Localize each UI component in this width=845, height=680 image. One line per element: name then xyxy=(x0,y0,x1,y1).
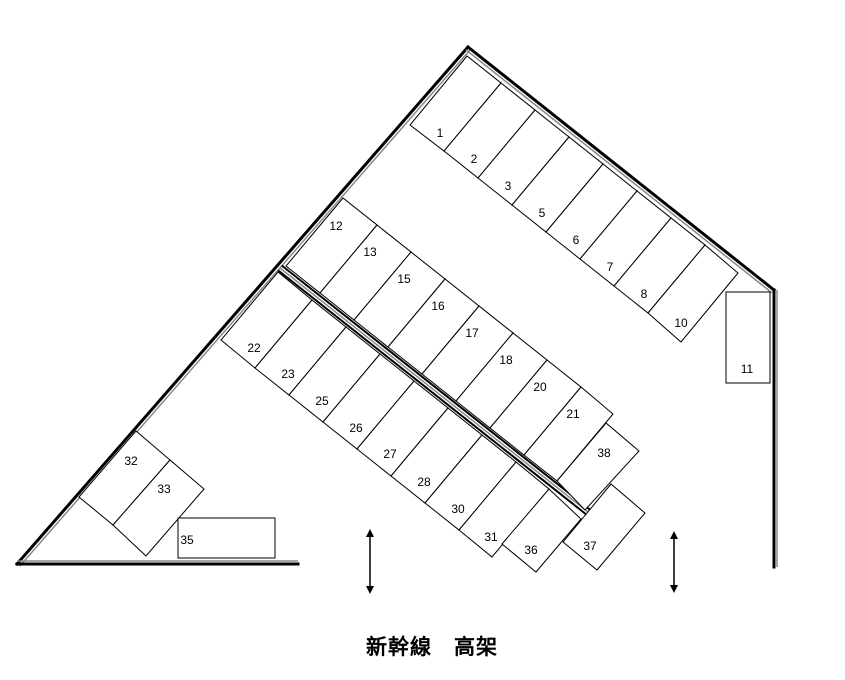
stall-number: 5 xyxy=(539,206,546,220)
stall-number: 6 xyxy=(573,233,580,247)
stall-number: 32 xyxy=(124,454,138,468)
viaduct-caption: 新幹線 高架 xyxy=(366,635,498,659)
parking-stalls: 1235678101112131516171820213822232526272… xyxy=(78,55,771,573)
stall-number: 23 xyxy=(281,367,295,381)
parking-stall-21[interactable]: 21 xyxy=(523,386,614,482)
parking-stall-36[interactable]: 36 xyxy=(501,488,582,573)
stall-number: 1 xyxy=(437,126,444,140)
stall-number: 37 xyxy=(583,539,597,553)
stall-number: 21 xyxy=(566,407,580,421)
parking-stall-10[interactable]: 10 xyxy=(647,244,739,343)
stall-number: 7 xyxy=(607,260,614,274)
stall-number: 25 xyxy=(315,394,329,408)
bottom-left-wall xyxy=(15,560,300,566)
right-vertical-wall xyxy=(772,288,778,569)
stall-number: 22 xyxy=(247,341,261,355)
parking-stall-16[interactable]: 16 xyxy=(387,278,480,375)
stall-number: 35 xyxy=(180,533,194,547)
stall-number: 11 xyxy=(741,362,754,376)
stall-number: 16 xyxy=(431,299,445,313)
stall-number: 26 xyxy=(349,421,363,435)
stall-number: 30 xyxy=(451,502,465,516)
parking-stall-31[interactable]: 31 xyxy=(458,461,550,558)
parking-stall-11[interactable]: 11 xyxy=(725,291,771,384)
parking-stall-35[interactable]: 35 xyxy=(177,517,276,559)
traffic-arrows xyxy=(366,529,678,594)
stall-number: 3 xyxy=(505,179,512,193)
parking-stall-17[interactable]: 17 xyxy=(421,305,514,402)
stall-number: 27 xyxy=(383,447,397,461)
stall-number: 13 xyxy=(363,245,377,259)
stall-number: 18 xyxy=(499,353,513,367)
center-divider-wall xyxy=(277,264,591,516)
stall-number: 8 xyxy=(641,287,648,301)
stall-number: 2 xyxy=(471,152,478,166)
stall-number: 31 xyxy=(484,530,498,544)
stall-number: 28 xyxy=(417,475,431,489)
stall-number: 36 xyxy=(524,543,538,557)
parking-stall-38[interactable]: 38 xyxy=(556,422,640,511)
stall-number: 12 xyxy=(329,219,343,233)
top-right-diagonal-wall xyxy=(465,44,777,294)
stall-number: 20 xyxy=(533,380,547,394)
stall-number: 10 xyxy=(674,316,688,330)
parking-stall-33[interactable]: 33 xyxy=(112,459,205,557)
parking-stall-15[interactable]: 15 xyxy=(353,251,446,348)
stall-number: 17 xyxy=(465,326,479,340)
parking-stall-37[interactable]: 37 xyxy=(562,483,646,571)
stall-number: 15 xyxy=(397,272,411,286)
stall-number: 38 xyxy=(597,446,611,460)
stall-number: 33 xyxy=(157,482,171,496)
parking-stall-12[interactable]: 12 xyxy=(285,197,378,294)
